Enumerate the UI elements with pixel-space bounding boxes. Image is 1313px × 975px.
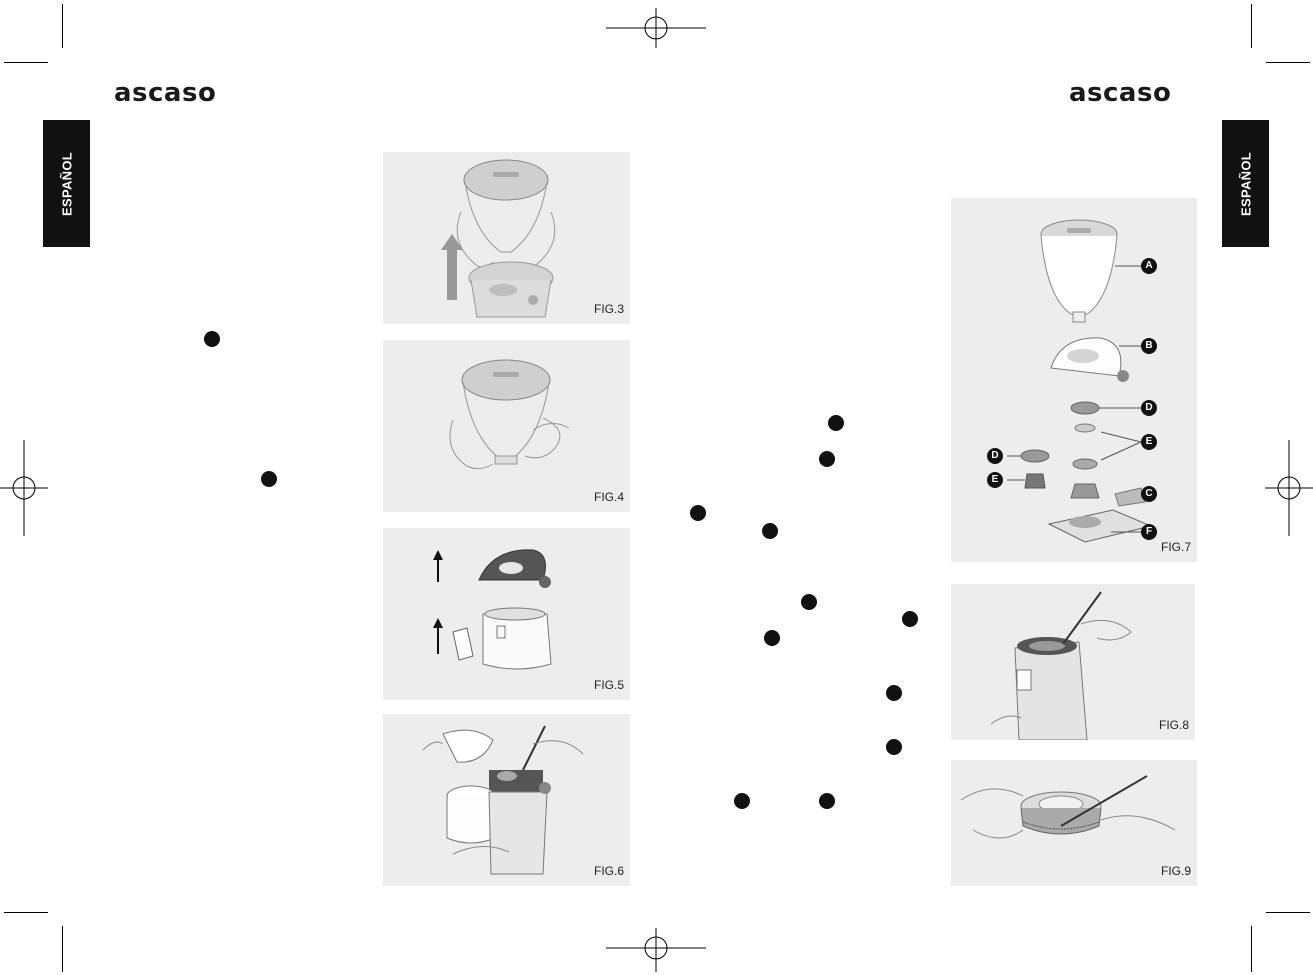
brand-logo-left: ascaso xyxy=(114,78,217,108)
language-tab-label: ESPAÑOL xyxy=(59,151,74,216)
reference-dot xyxy=(204,331,220,347)
crop-mark xyxy=(1251,926,1252,972)
part-label-d: D xyxy=(1141,400,1157,416)
reference-dot xyxy=(819,451,835,467)
figure-label: FIG.6 xyxy=(593,864,624,878)
reference-dot xyxy=(690,505,706,521)
figure-3: FIG.3 xyxy=(383,152,630,324)
reference-dot xyxy=(828,415,844,431)
figure-7: A B D E C F D E FIG.7 xyxy=(951,198,1197,562)
crop-mark xyxy=(1266,62,1310,63)
part-letter: F xyxy=(1145,526,1153,537)
part-label-b: B xyxy=(1141,338,1157,354)
hopper-cleaning-illustration xyxy=(449,359,570,470)
part-label-e: E xyxy=(987,472,1003,488)
crop-mark xyxy=(1251,4,1252,48)
figure-label: FIG.4 xyxy=(593,490,624,504)
burr-cleaning-illustration xyxy=(422,725,584,875)
figure-4: FIG.4 xyxy=(383,340,630,512)
cover-removal-illustration xyxy=(433,549,552,670)
figure-5: FIG.5 xyxy=(383,528,630,700)
reference-dot xyxy=(886,739,902,755)
burr-chamber-cleaning-illustration xyxy=(990,591,1132,740)
figure-label: FIG.9 xyxy=(1160,864,1191,878)
exploded-parts-illustration xyxy=(1007,219,1153,543)
part-letter: A xyxy=(1145,260,1153,271)
figure-label: FIG.7 xyxy=(1160,540,1191,554)
crop-mark xyxy=(1266,912,1310,913)
reference-dot xyxy=(762,523,778,539)
hopper-removal-illustration xyxy=(441,159,556,318)
registration-mark-top xyxy=(606,8,706,48)
crop-mark xyxy=(62,4,63,48)
part-letter: C xyxy=(1145,488,1153,499)
registration-mark-left xyxy=(0,440,48,536)
language-tab-label: ESPAÑOL xyxy=(1238,151,1253,216)
figure-6: FIG.6 xyxy=(383,714,630,886)
reference-dot xyxy=(764,630,780,646)
crop-mark xyxy=(4,62,48,63)
part-label-e: E xyxy=(1141,434,1157,450)
reference-dot xyxy=(902,611,918,627)
figure-label: FIG.3 xyxy=(593,302,624,316)
figure-8: FIG.8 xyxy=(951,584,1195,740)
part-letter: D xyxy=(1145,402,1153,413)
registration-mark-bottom xyxy=(606,928,706,972)
figure-9: FIG.9 xyxy=(951,760,1197,886)
part-letter: E xyxy=(1145,436,1153,447)
part-label-c: C xyxy=(1141,486,1157,502)
reference-dot xyxy=(819,793,835,809)
burr-brush-illustration xyxy=(960,775,1176,839)
language-tab-right: ESPAÑOL xyxy=(1222,120,1269,247)
brand-logo-right: ascaso xyxy=(1069,78,1172,108)
crop-mark xyxy=(4,912,48,913)
figure-label: FIG.8 xyxy=(1158,718,1189,732)
part-letter: D xyxy=(991,450,999,461)
part-letter: E xyxy=(991,474,999,485)
crop-mark xyxy=(62,926,63,972)
figure-label: FIG.5 xyxy=(593,678,624,692)
registration-mark-right xyxy=(1265,440,1313,536)
part-label-f: F xyxy=(1141,524,1157,540)
language-tab-left: ESPAÑOL xyxy=(43,120,90,247)
reference-dot xyxy=(801,594,817,610)
reference-dot xyxy=(261,471,277,487)
reference-dot xyxy=(886,685,902,701)
part-label-a: A xyxy=(1141,258,1157,274)
part-letter: B xyxy=(1145,340,1153,351)
part-label-d: D xyxy=(987,448,1003,464)
reference-dot xyxy=(734,793,750,809)
